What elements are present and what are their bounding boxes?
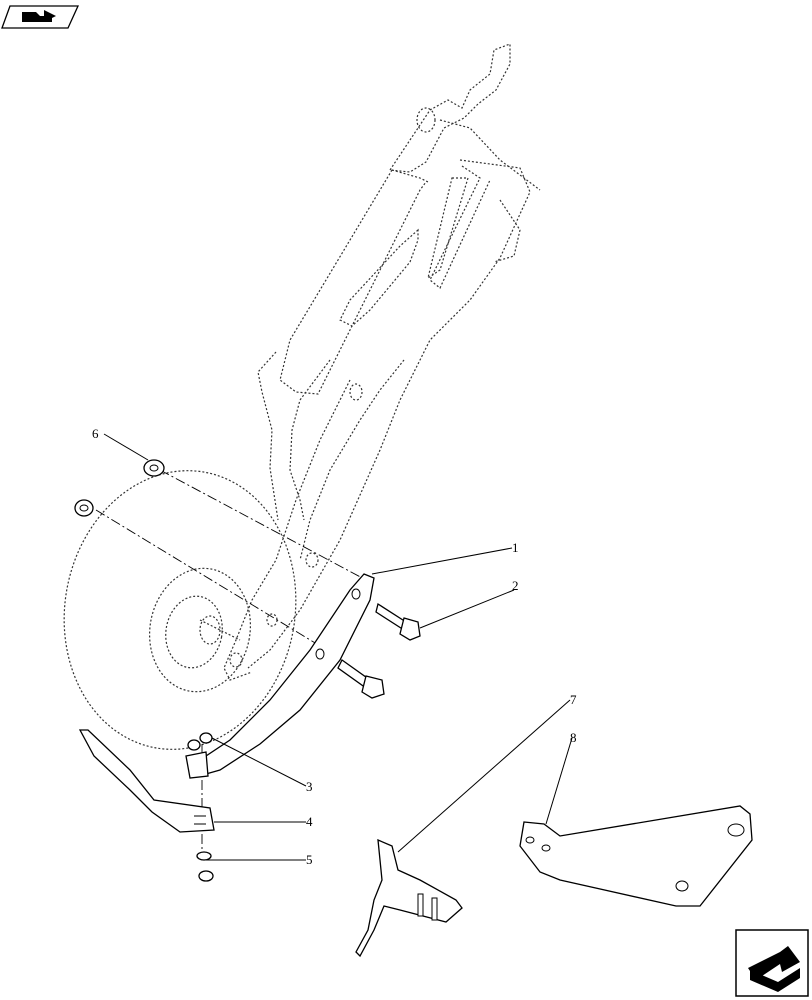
hex-bolt [337,602,421,699]
scraper-blade [78,729,215,833]
shield-bracket [185,573,375,779]
flange-nut [74,459,165,517]
carriage-bolt [196,851,214,882]
small-nut [187,732,213,751]
mounting-bracket [519,805,753,907]
callout-2: 2 [512,578,519,593]
callout-7: 7 [570,692,577,707]
scraper-plate [355,838,463,958]
book-arrow-icon[interactable] [1,5,80,29]
callout-4: 4 [306,814,313,829]
callout-8: 8 [570,730,577,745]
callout-3: 3 [306,779,313,794]
frame-arm [223,43,541,681]
callout-5: 5 [306,852,313,867]
next-page-arrow-icon[interactable] [735,929,809,997]
callout-labels: 1 2 3 4 5 6 7 8 [92,426,577,867]
callout-6: 6 [92,426,99,441]
callout-1: 1 [512,540,519,555]
leader-lines [103,433,573,861]
